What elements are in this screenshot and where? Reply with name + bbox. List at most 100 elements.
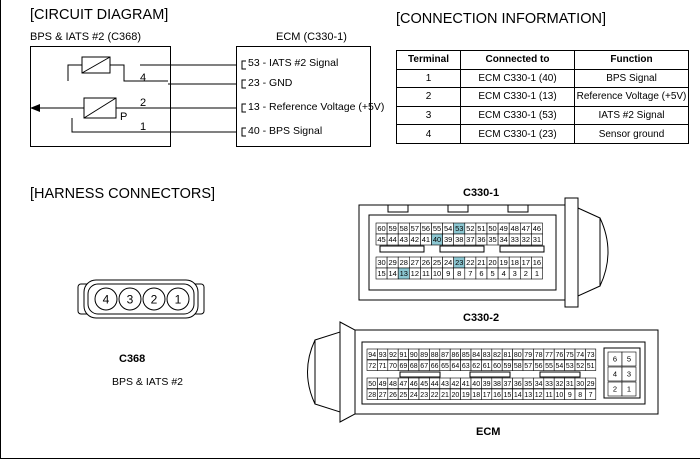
c368-description: BPS & IATS #2 [112,376,184,388]
connector-pin: 88 [429,348,441,360]
svg-text:46: 46 [410,381,418,388]
svg-text:71: 71 [379,363,387,370]
connector-pin: 30 [574,377,586,389]
connector-pin: 11 [420,267,432,280]
connector-pin: 12 [408,267,421,280]
svg-text:63: 63 [462,363,470,370]
connector-pin: 71 [377,359,389,371]
ecm-connector-title: ECM [476,426,501,438]
sensor-pin-1: 1 [140,121,147,133]
connector-pin: 47 [397,377,409,389]
ecm-box [236,46,371,147]
connector-pin: 68 [408,359,420,371]
svg-text:57: 57 [524,363,532,370]
svg-text:22: 22 [431,392,439,399]
connector-pin: 1 [531,267,543,280]
connector-pin: 43 [397,233,410,246]
svg-text:82: 82 [493,352,501,359]
connector-pin: 52 [574,359,586,371]
svg-text:68: 68 [410,363,418,370]
svg-text:14: 14 [514,392,522,399]
svg-text:6: 6 [479,269,483,278]
connector-pin: 18 [470,388,482,400]
connector-pin: 39 [481,377,493,389]
svg-text:8: 8 [457,269,461,278]
connector-pin: 37 [501,377,513,389]
table-cell: BPS Signal [574,68,689,89]
c330-1-housing [358,197,609,308]
connector-pin: 24 [408,388,420,400]
svg-text:56: 56 [422,224,430,233]
svg-text:79: 79 [524,352,532,359]
svg-text:35: 35 [488,235,496,244]
connector-pin: 6 [607,351,623,367]
svg-text:25: 25 [400,392,408,399]
svg-text:42: 42 [452,381,460,388]
c368-pin: 1 [166,287,190,311]
table-cell: Sensor ground [574,124,689,144]
svg-text:80: 80 [514,352,522,359]
connector-pin: 44 [386,233,399,246]
svg-text:78: 78 [535,352,543,359]
svg-text:47: 47 [522,224,530,233]
svg-text:3: 3 [127,293,134,307]
connector-pin: 2 [607,381,623,397]
connector-pin: 25 [397,388,409,400]
connector-pin: 62 [470,359,482,371]
connector-pin: 31 [531,233,543,246]
svg-text:10: 10 [433,269,441,278]
svg-text:35: 35 [524,381,532,388]
connector-pin: 53 [453,222,466,235]
arrow-left-icon [30,104,40,112]
svg-text:39: 39 [483,381,491,388]
connector-pin: 91 [397,348,409,360]
svg-text:61: 61 [483,363,491,370]
svg-text:72: 72 [368,363,376,370]
connector-pin: 36 [475,233,488,246]
svg-text:64: 64 [452,363,460,370]
svg-text:18: 18 [472,392,480,399]
connector-pin: 19 [497,256,510,269]
svg-text:2: 2 [151,293,158,307]
connector-pin: 34 [497,233,510,246]
svg-text:43: 43 [441,381,449,388]
svg-text:3: 3 [513,269,517,278]
connector-pin: 86 [449,348,461,360]
connector-pin: 43 [439,377,451,389]
connector-pin: 27 [408,256,421,269]
connector-pin: 12 [533,388,545,400]
svg-text:74: 74 [576,352,584,359]
ecm-pin-13: 13 - Reference Voltage (+5V) [248,101,385,113]
connector-pin: 17 [481,388,493,400]
svg-text:67: 67 [420,363,428,370]
svg-text:45: 45 [420,381,428,388]
connector-pin: 18 [508,256,521,269]
connector-pin: 39 [442,233,455,246]
svg-text:86: 86 [452,352,460,359]
connector-pin: 15 [501,388,513,400]
table-cell: ECM C330-1 (13) [460,87,575,107]
connector-pin: 11 [543,388,555,400]
connector-pin: 35 [486,233,499,246]
svg-text:4: 4 [613,370,617,379]
svg-text:70: 70 [389,363,397,370]
c330-2-housing [307,321,659,423]
svg-text:12: 12 [411,269,419,278]
connector-pin: 84 [470,348,482,360]
connector-pin: 75 [564,348,576,360]
connector-pin: 50 [366,377,378,389]
svg-text:37: 37 [504,381,512,388]
svg-text:28: 28 [368,392,376,399]
svg-text:22: 22 [466,258,474,267]
svg-text:50: 50 [488,224,496,233]
connector-pin: 52 [464,222,477,235]
connector-pin: 30 [375,256,388,269]
connector-pin: 5 [486,267,499,280]
column-header: Function [574,50,689,70]
svg-text:21: 21 [441,392,449,399]
svg-text:13: 13 [524,392,532,399]
connector-pin: 73 [585,348,597,360]
connector-pin: 83 [481,348,493,360]
sensor-pin-4: 4 [140,72,147,84]
